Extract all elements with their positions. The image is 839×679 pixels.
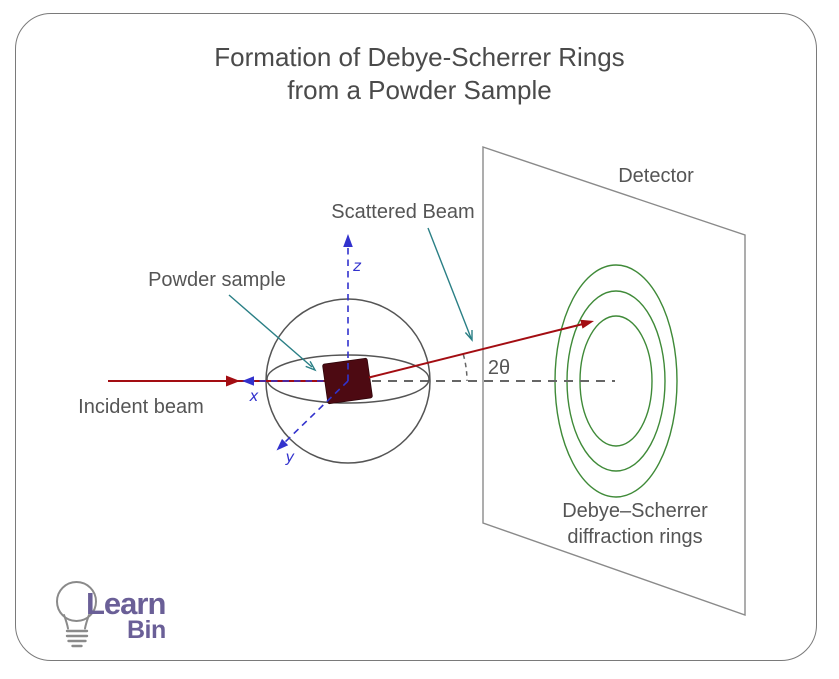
scattered-beam-pointer-arrowhead — [464, 330, 473, 342]
incident-beam-label: Incident beam — [78, 396, 204, 418]
powder-sample-pointer-arrowhead — [305, 360, 317, 372]
diffraction-rings-label-line-2: diffraction rings — [567, 526, 703, 548]
x-axis-label: x — [249, 387, 259, 405]
x-axis-arrowhead — [242, 376, 254, 386]
detector-label: Detector — [618, 165, 694, 187]
scattered-beam-arrowhead — [580, 319, 594, 329]
title-line-2: from a Powder Sample — [287, 75, 552, 105]
y-axis-dashed-line — [282, 380, 349, 445]
logo-text-bin: Bin — [127, 616, 166, 644]
scattered-beam-label: Scattered Beam — [331, 201, 475, 223]
title-line-1: Formation of Debye-Scherrer Rings — [214, 42, 625, 72]
incident-beam-arrowhead — [226, 375, 240, 387]
lightbulb-icon — [56, 581, 97, 648]
page-title: Formation of Debye-Scherrer Rings from a… — [0, 41, 839, 107]
lightbulb-glass — [56, 581, 97, 622]
scattered-beam-line — [368, 322, 586, 379]
two-theta-angle-arc — [462, 354, 468, 382]
lightbulb-neck-right — [84, 614, 90, 630]
z-axis-arrowhead — [343, 234, 353, 247]
powder-sample-pointer-line — [228, 294, 313, 368]
y-axis-label: y — [285, 448, 295, 466]
logo-text-learn: Learn — [86, 586, 166, 621]
diffraction-rings-label: Debye–Scherrer diffraction rings — [562, 498, 708, 550]
lightbulb-neck-left — [63, 614, 69, 630]
scattered-beam-pointer-line — [427, 227, 472, 339]
diffraction-rings-label-line-1: Debye–Scherrer — [562, 500, 708, 522]
rounded-border-frame — [15, 13, 817, 661]
y-axis-arrowhead — [276, 438, 289, 451]
two-theta-label: 2θ — [487, 357, 511, 379]
powder-sample-label: Powder sample — [148, 269, 286, 291]
z-axis-label: z — [353, 257, 361, 275]
